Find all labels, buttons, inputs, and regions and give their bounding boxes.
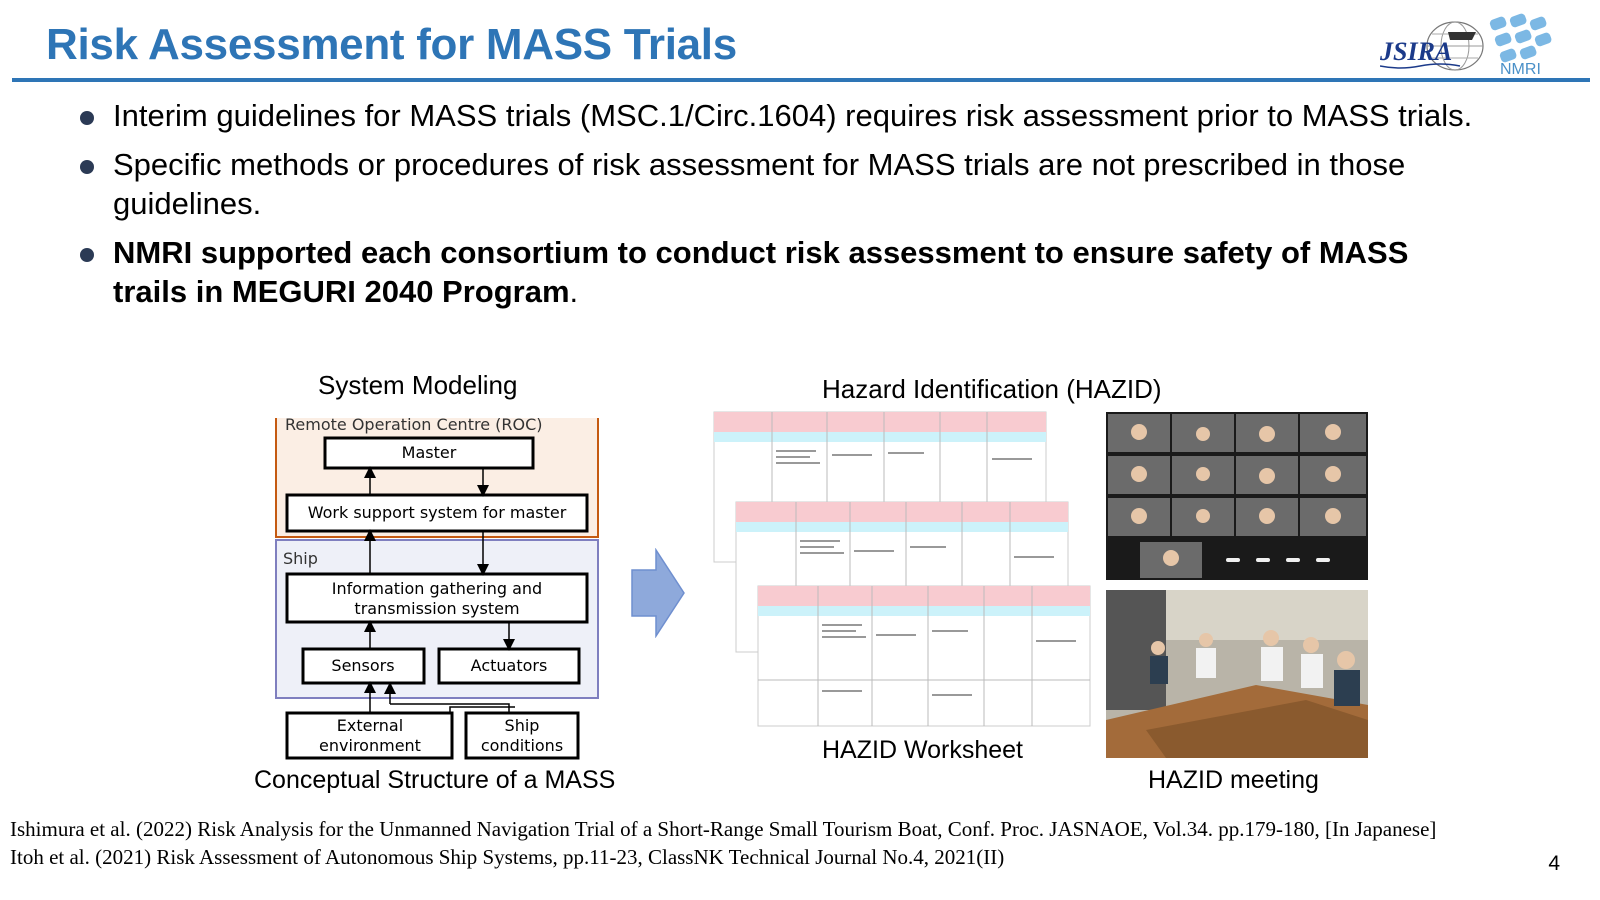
external-env-box bbox=[285, 711, 454, 760]
slide-title: Risk Assessment for MASS Trials bbox=[46, 20, 737, 69]
sensors-label: Sensors bbox=[331, 656, 394, 675]
nmri-mark-icon bbox=[1489, 13, 1552, 63]
worksheet-sheet bbox=[757, 585, 1091, 727]
process-arrow-icon bbox=[631, 548, 685, 638]
worksheet-caption: HAZID Worksheet bbox=[822, 736, 1023, 764]
reference-1: Ishimura et al. (2022) Risk Analysis for… bbox=[10, 817, 1437, 841]
mass-structure-diagram: Remote Operation Centre (ROC) Master Wor… bbox=[275, 411, 605, 767]
diagram-arrows bbox=[364, 466, 515, 713]
info-system-label-2: transmission system bbox=[354, 599, 519, 618]
jsira-nmri-logo: JSIRA NMRI bbox=[1379, 13, 1552, 78]
bullet-text: Specific methods or procedures of risk a… bbox=[113, 147, 1406, 221]
bullet-dot-icon bbox=[80, 248, 94, 262]
bullet-bold-text: NMRI supported each consortium to conduc… bbox=[113, 235, 1409, 309]
sensors-box bbox=[301, 647, 426, 685]
master-box bbox=[323, 436, 535, 470]
hazid-meeting-photo bbox=[1106, 590, 1368, 758]
hazid-worksheet-image bbox=[713, 411, 1091, 727]
external-env-label-2: environment bbox=[319, 736, 421, 755]
work-support-label: Work support system for master bbox=[308, 503, 567, 522]
jsira-logo-text: JSIRA bbox=[1380, 37, 1452, 66]
bullet-tail-text: . bbox=[569, 274, 579, 309]
work-support-box bbox=[285, 493, 589, 533]
reference-2: Itoh et al. (2021) Risk Assessment of Au… bbox=[10, 845, 1005, 869]
info-system-box bbox=[285, 572, 589, 624]
globe-icon bbox=[1426, 21, 1484, 71]
nmri-logo-text: NMRI bbox=[1500, 61, 1541, 78]
system-caption: Conceptual Structure of a MASS bbox=[254, 766, 616, 794]
bullet-dot-icon bbox=[80, 160, 94, 174]
roc-label: Remote Operation Centre (ROC) bbox=[285, 418, 542, 434]
external-env-label-1: External bbox=[337, 716, 403, 735]
info-system-label-1: Information gathering and bbox=[332, 579, 542, 598]
bullet-item: NMRI supported each consortium to conduc… bbox=[80, 233, 1480, 311]
bullet-list: Interim guidelines for MASS trials (MSC.… bbox=[80, 96, 1480, 321]
hazid-title: Hazard Identification (HAZID) bbox=[822, 374, 1162, 404]
meeting-caption: HAZID meeting bbox=[1148, 766, 1319, 794]
system-modeling-title: System Modeling bbox=[318, 370, 518, 400]
ship-conditions-label-1: Ship bbox=[505, 716, 540, 735]
title-divider bbox=[12, 78, 1590, 82]
ship-label: Ship bbox=[283, 549, 318, 568]
master-label: Master bbox=[402, 443, 457, 462]
bullet-dot-icon bbox=[80, 111, 94, 125]
actuators-label: Actuators bbox=[471, 656, 548, 675]
ship-conditions-label-2: conditions bbox=[481, 736, 563, 755]
bullet-item: Interim guidelines for MASS trials (MSC.… bbox=[80, 96, 1480, 135]
ship-conditions-box bbox=[464, 711, 580, 760]
bullet-text: Interim guidelines for MASS trials (MSC.… bbox=[113, 98, 1473, 133]
bullet-item: Specific methods or procedures of risk a… bbox=[80, 145, 1480, 223]
logo-area: JSIRA NMRI bbox=[1379, 12, 1590, 78]
page-number: 4 bbox=[1548, 852, 1560, 875]
hazid-online-meeting-photo bbox=[1106, 412, 1368, 580]
